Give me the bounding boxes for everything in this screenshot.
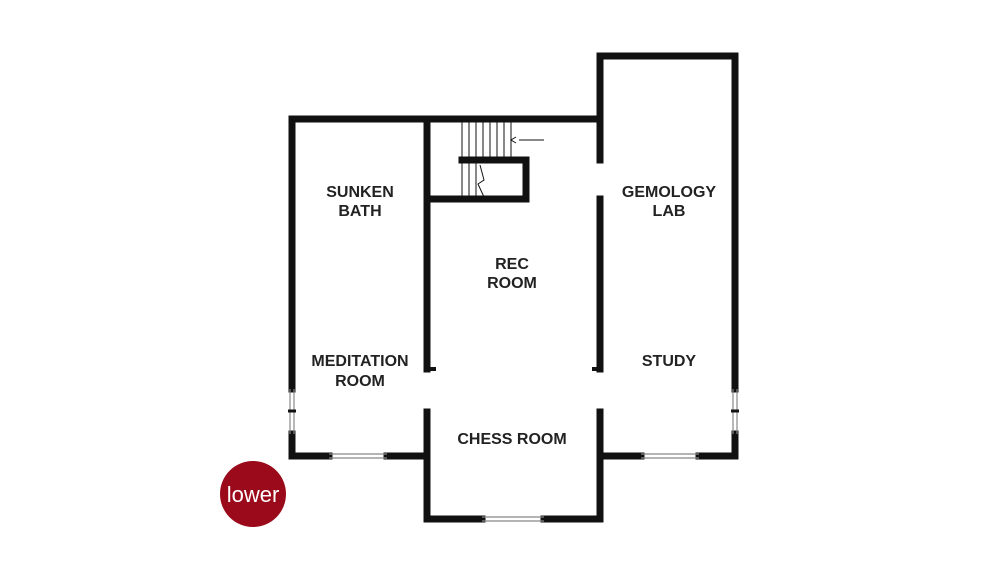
gemology-lab-label-line2: LAB: [653, 203, 686, 220]
rec-room-label: REC: [495, 256, 529, 273]
meditation-room-label-line2: ROOM: [335, 373, 385, 390]
rec-room-label-line2: ROOM: [487, 275, 537, 292]
sunken-bath-label: SUNKEN: [326, 184, 394, 201]
study-label: STUDY: [642, 353, 697, 370]
chess-room-label: CHESS ROOM: [457, 431, 566, 448]
windows: [289, 389, 738, 522]
level-badge: lower: [220, 461, 286, 527]
meditation-room-label: MEDITATION: [311, 353, 408, 370]
staircase: [461, 122, 544, 198]
level-badge-label: lower: [227, 482, 280, 507]
gemology-lab-label: GEMOLOGY: [622, 184, 717, 201]
level-badge-circle: [220, 461, 286, 527]
sunken-bath-label-line2: BATH: [338, 203, 381, 220]
walls: [288, 52, 739, 523]
